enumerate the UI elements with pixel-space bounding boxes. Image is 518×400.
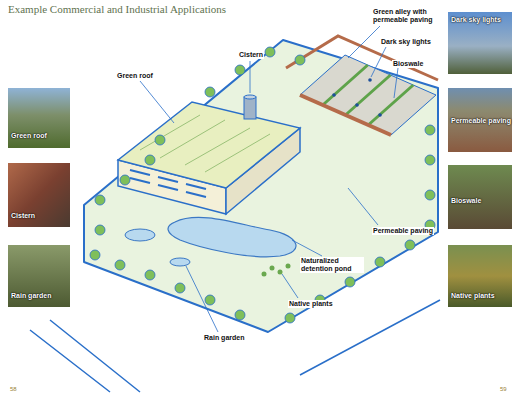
- tree: [345, 277, 355, 287]
- leader-lines: [140, 26, 398, 332]
- tree: [235, 65, 245, 75]
- photo-caption: Bioswale: [451, 197, 481, 205]
- tree: [175, 283, 185, 293]
- tree: [425, 190, 435, 200]
- green-roof: [118, 102, 300, 188]
- callout-label: Cistern: [238, 51, 264, 59]
- tree: [425, 155, 435, 165]
- plant: [262, 272, 267, 277]
- plant: [286, 264, 291, 269]
- tree: [295, 55, 305, 65]
- plant: [278, 270, 283, 275]
- photo-caption: Rain garden: [11, 292, 51, 300]
- page-title: Example Commercial and Industrial Applic…: [8, 3, 226, 16]
- tree: [95, 225, 105, 235]
- plant: [270, 266, 275, 271]
- light-pole: [368, 78, 372, 82]
- trees: [90, 47, 435, 323]
- tree: [375, 257, 385, 267]
- light-pole: [378, 113, 382, 117]
- tree: [205, 87, 215, 97]
- dark-sky-lights: [332, 78, 382, 117]
- callout-label: Green alley with permeable paving: [372, 8, 444, 24]
- photo-caption: Cistern: [11, 212, 35, 220]
- bioswale-photo: [448, 165, 512, 229]
- bioswale-strips: [323, 65, 414, 125]
- tree: [95, 195, 105, 205]
- photo-caption: Green roof: [11, 132, 47, 140]
- tree: [155, 135, 165, 145]
- photo-caption: Dark sky lights: [451, 16, 501, 24]
- page-number: 59: [500, 386, 507, 393]
- photo-caption: Native plants: [451, 292, 495, 300]
- cistern-top: [244, 95, 256, 99]
- parking-lot: [300, 55, 436, 135]
- permeable-paving-photo: [448, 88, 512, 152]
- callout-label: Permeable paving: [372, 227, 434, 235]
- callout-label: Green roof: [116, 72, 154, 80]
- rain-garden-bed: [125, 229, 155, 241]
- native-plants-photo: [448, 245, 512, 307]
- tree: [145, 155, 155, 165]
- light-pole: [332, 93, 336, 97]
- photo-caption: Permeable paving: [451, 117, 511, 125]
- rain-garden-bed: [170, 258, 190, 266]
- tree: [405, 240, 415, 250]
- callout-label: Naturalized detention pond: [300, 257, 364, 273]
- tree: [120, 175, 130, 185]
- callout-label: Rain garden: [203, 334, 245, 342]
- rain-garden-photo: [8, 245, 70, 307]
- green-roof-photo: [8, 88, 70, 148]
- tree: [265, 47, 275, 57]
- tree: [205, 295, 215, 305]
- tree: [145, 270, 155, 280]
- tree: [115, 260, 125, 270]
- callout-label: Bioswale: [392, 60, 424, 68]
- callout-label: Native plants: [288, 300, 334, 308]
- road-lines: [30, 300, 440, 392]
- detention-pond: [168, 217, 296, 256]
- permeable-paving-strip: [300, 95, 391, 135]
- native-plantings: [262, 264, 291, 277]
- tree: [285, 313, 295, 323]
- dark-sky-lights-photo: [448, 12, 512, 74]
- site-outline: [84, 40, 438, 332]
- cistern-photo: [8, 163, 70, 227]
- callout-label: Dark sky lights: [380, 38, 432, 46]
- page-number: 58: [10, 386, 17, 393]
- roof-hatching: [140, 115, 270, 172]
- light-pole: [355, 103, 359, 107]
- tree: [425, 125, 435, 135]
- tree: [90, 250, 100, 260]
- tree: [235, 310, 245, 320]
- cistern-tank: [244, 97, 256, 119]
